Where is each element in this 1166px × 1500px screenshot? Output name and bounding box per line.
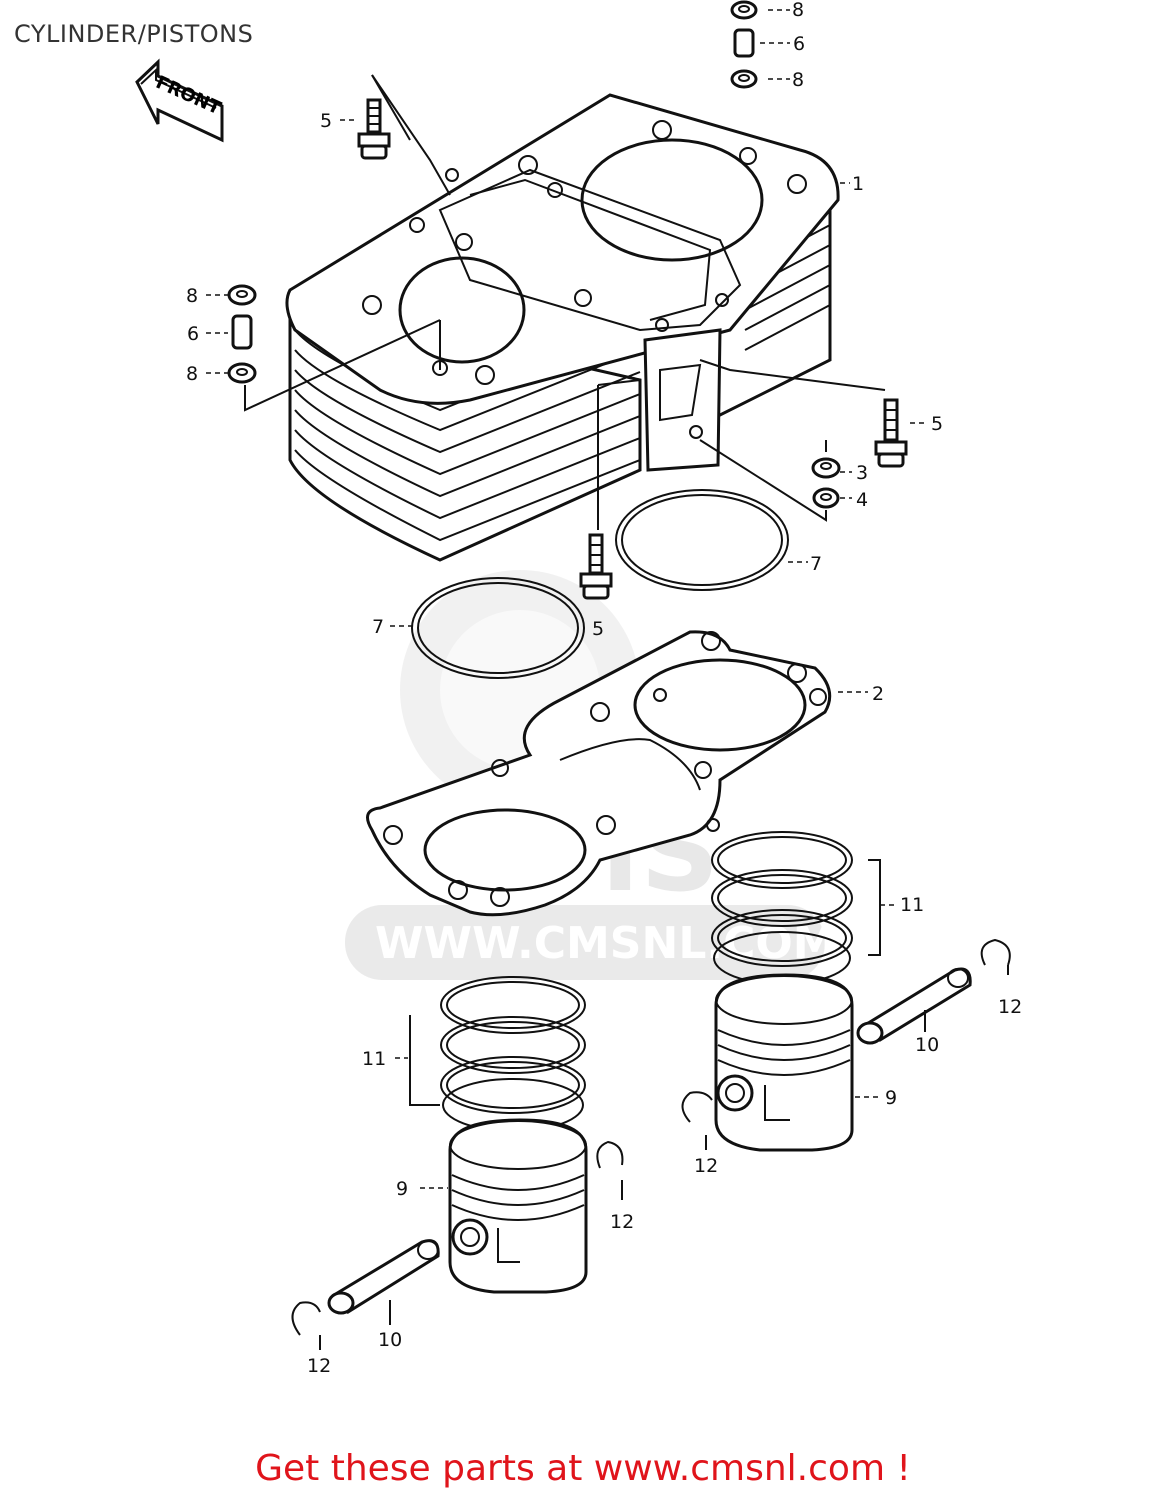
callout-12-mid: 12 <box>694 1155 718 1177</box>
snap-ring-bottom-left <box>291 1301 321 1336</box>
callout-10-right: 10 <box>915 1034 939 1056</box>
callout-12-left: 12 <box>610 1211 634 1233</box>
bolt-right <box>874 398 908 468</box>
callout-12-top-right: 12 <box>998 996 1022 1018</box>
callout-9-right: 9 <box>885 1087 897 1109</box>
o-ring-left <box>411 577 585 679</box>
callout-7-right: 7 <box>810 553 822 575</box>
cylinder-base-gasket <box>366 630 832 917</box>
callout-9-left: 9 <box>396 1178 408 1200</box>
washer <box>812 487 840 509</box>
leader-lines <box>206 9 1009 1350</box>
front-arrow-icon: FRONT <box>135 58 225 143</box>
callout-10-left: 10 <box>378 1329 402 1351</box>
piston-pin-right <box>856 967 972 1045</box>
callout-8-top: 8 <box>792 0 804 21</box>
snap-ring-top-right <box>980 938 1011 966</box>
bolt-top <box>357 98 391 160</box>
callout-8-left: 8 <box>186 285 198 307</box>
callout-5-top: 5 <box>320 110 332 132</box>
callout-4: 4 <box>856 489 868 511</box>
nut <box>811 457 841 479</box>
piston-pin-left <box>327 1239 440 1315</box>
piston-ring-set-left <box>440 976 586 1132</box>
callout-5-right: 5 <box>931 413 943 435</box>
bolt-bottom <box>579 533 613 600</box>
callout-7-left: 7 <box>372 616 384 638</box>
callout-2: 2 <box>872 683 884 705</box>
callout-6-left: 6 <box>187 323 199 345</box>
dowel-assembly-top <box>730 0 758 89</box>
callout-labels: 1 2 3 4 5 5 5 6 6 7 7 8 8 8 8 9 9 10 10 … <box>186 0 1022 1377</box>
page-title: CYLINDER/PISTONS <box>14 20 254 48</box>
o-ring-right <box>615 489 789 591</box>
get-parts-link[interactable]: Get these parts at www.cmsnl.com ! <box>255 1448 911 1489</box>
snap-ring-mid <box>681 1091 713 1123</box>
callout-8-left-lower: 8 <box>186 363 198 385</box>
piston-left <box>448 1118 588 1294</box>
callout-6-top: 6 <box>793 33 805 55</box>
callout-8-top-lower: 8 <box>792 69 804 91</box>
callout-12-bottom: 12 <box>307 1355 331 1377</box>
callout-11-right: 11 <box>900 894 924 916</box>
piston-right <box>714 973 854 1152</box>
callout-1: 1 <box>852 173 864 195</box>
callout-5-bottom: 5 <box>592 618 604 640</box>
dowel-assembly-left <box>227 284 257 384</box>
callout-3: 3 <box>856 462 868 484</box>
exploded-parts-diagram: CMS WWW.CMSNL.COM FRONT <box>135 0 1022 1377</box>
snap-ring-left-upper <box>596 1140 624 1169</box>
callout-11-left: 11 <box>362 1048 386 1070</box>
cylinder-block <box>285 93 840 562</box>
